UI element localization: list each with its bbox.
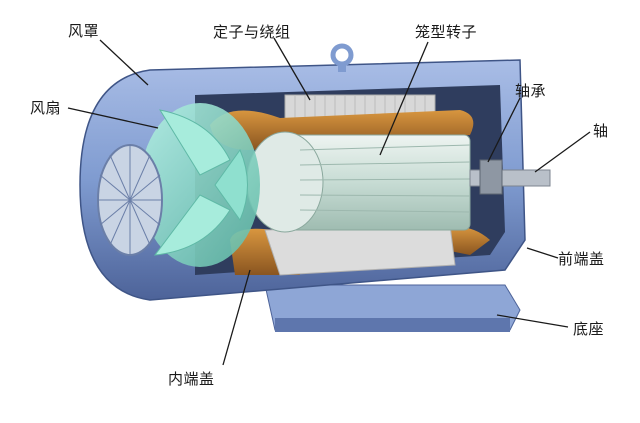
label-shaft: 轴 (593, 122, 609, 140)
base-illustration (264, 284, 521, 332)
label-fan: 风扇 (30, 99, 62, 117)
label-fan-cover: 风罩 (68, 22, 100, 40)
label-inner-end-cover: 内端盖 (168, 370, 215, 388)
label-bearing: 轴承 (515, 82, 547, 100)
label-front-end-cover: 前端盖 (558, 250, 605, 268)
label-cage-rotor: 笼型转子 (415, 23, 478, 41)
label-stator-winding: 定子与绕组 (213, 23, 291, 41)
shaft-illustration (469, 159, 551, 195)
fan-illustration (140, 103, 260, 267)
leader-lines (67, 37, 591, 366)
fan-grille-illustration (97, 144, 163, 256)
label-base: 底座 (573, 320, 605, 338)
rotor-illustration (246, 131, 471, 233)
lifting-eye-illustration (330, 43, 354, 72)
